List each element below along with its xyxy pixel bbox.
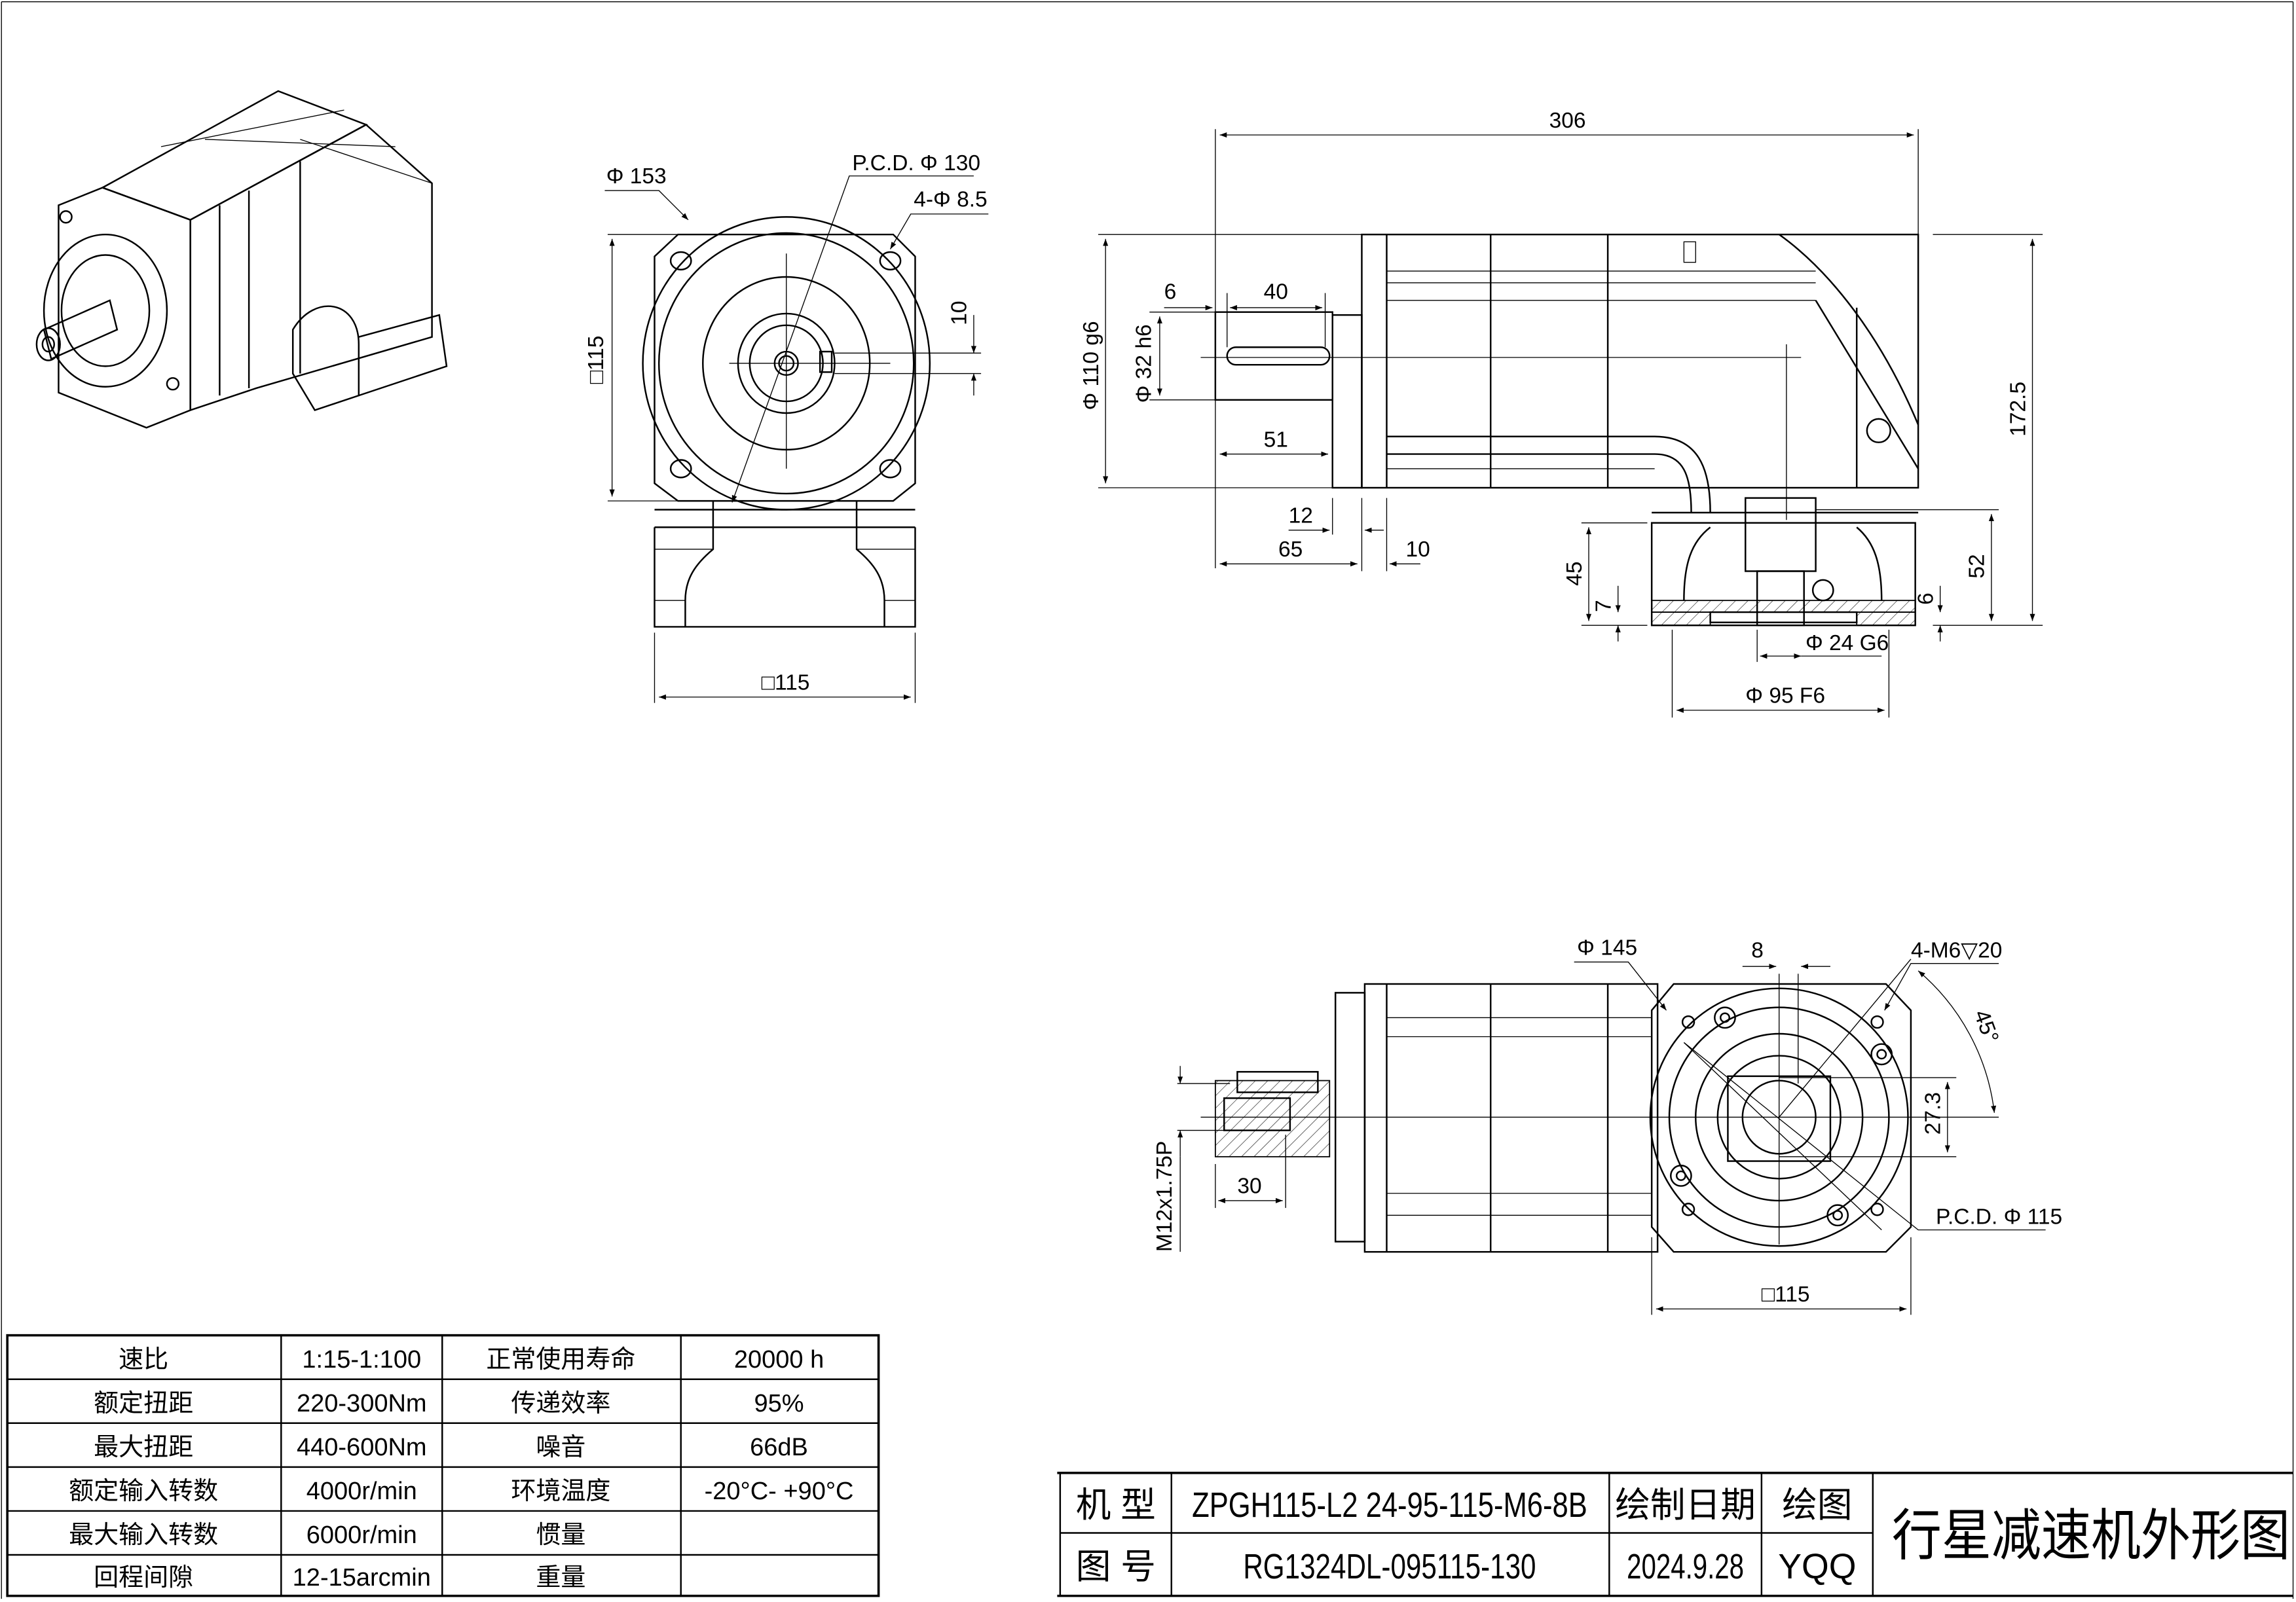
bottom-dim-273: 27.3 (1921, 1092, 1946, 1135)
front-dim-holes: 4-Φ 8.5 (914, 188, 987, 212)
bottom-dim-pcd: P.C.D. Φ 115 (1936, 1205, 2062, 1229)
spec-value: 4000r/min (306, 1478, 417, 1505)
drawing-no-value: RG1324DL-095115-130 (1243, 1547, 1536, 1586)
spec-label: 传递效率 (511, 1390, 610, 1417)
bottom-dim-angle: 45° (1969, 1007, 2003, 1046)
spec-label: 惯量 (536, 1521, 585, 1549)
bolt-holes (1670, 1006, 1893, 1227)
spec-value: 95% (754, 1390, 804, 1417)
bottom-view: M12x1.75P 30 Φ 145 8 4-M6▽20 45° 27.3 P.… (1153, 936, 2062, 1315)
spec-label: 重量 (536, 1564, 585, 1592)
drawer-value: YQQ (1778, 1547, 1856, 1586)
model-label: 机 型 (1076, 1485, 1156, 1525)
front-dim-pcd: P.C.D. Φ 130 (852, 151, 980, 175)
side-dim-shaft-dia: Φ 32 h6 (1132, 324, 1156, 403)
spec-label: 速比 (119, 1346, 168, 1374)
front-dim-flange-dia: Φ 153 (606, 164, 667, 189)
spec-value: 6000r/min (306, 1521, 417, 1549)
isometric-view (35, 90, 448, 429)
bottom-dim-square: □115 (1762, 1283, 1810, 1307)
front-dim-key: 10 (948, 301, 972, 325)
spec-label: 回程间隙 (94, 1564, 193, 1592)
spec-value: 12-15arcmin (293, 1564, 431, 1592)
side-dim-45: 45 (1563, 562, 1587, 586)
spec-label: 正常使用寿命 (486, 1346, 635, 1374)
side-dim-7: 7 (1592, 600, 1616, 612)
date-label: 绘制日期 (1615, 1485, 1756, 1525)
side-view: 306 Φ 110 g6 Φ 32 h6 40 6 51 12 65 10 17… (1079, 109, 2043, 718)
side-dim-total-length: 306 (1549, 109, 1586, 133)
spec-value: 220-300Nm (297, 1390, 427, 1417)
spec-value: 66dB (750, 1434, 808, 1461)
drawing-no-label: 图 号 (1076, 1547, 1156, 1586)
spec-value: 20000 h (734, 1346, 824, 1374)
spec-row: 速比 1:15-1:100 正常使用寿命 20000 h (119, 1346, 824, 1374)
spec-label: 最大输入转数 (69, 1521, 218, 1549)
side-dim-10: 10 (1406, 537, 1430, 562)
spec-label: 最大扭距 (94, 1434, 193, 1461)
side-dim-flange-12: 12 (1289, 504, 1313, 528)
date-value: 2024.9.28 (1627, 1547, 1744, 1586)
spec-row: 额定扭距 220-300Nm 传递效率 95% (94, 1390, 804, 1417)
side-dim-52: 52 (1965, 554, 1990, 578)
side-dim-pilot-dia: Φ 110 g6 (1079, 321, 1103, 410)
bottom-dim-tapped: 4-M6▽20 (1911, 939, 2002, 963)
bottom-dim-8: 8 (1751, 939, 1764, 963)
spec-label: 噪音 (536, 1434, 585, 1461)
bottom-dim-dia-145: Φ 145 (1577, 936, 1637, 960)
spec-label: 额定输入转数 (69, 1478, 218, 1505)
side-dim-spigot: Φ 95 F6 (1745, 684, 1825, 708)
bottom-dim-30: 30 (1237, 1174, 1261, 1199)
side-dim-65: 65 (1278, 537, 1303, 562)
spec-row: 最大扭距 440-600Nm 噪音 66dB (94, 1434, 808, 1461)
drawer-label: 绘图 (1782, 1485, 1852, 1525)
specs-table: 速比 1:15-1:100 正常使用寿命 20000 h 额定扭距 220-30… (6, 1334, 880, 1597)
side-dim-key-offset: 6 (1164, 280, 1177, 304)
side-dim-shaft-length: 51 (1264, 428, 1288, 452)
side-dim-bore: Φ 24 G6 (1805, 631, 1889, 655)
bottom-dim-thread: M12x1.75P (1153, 1141, 1177, 1252)
spec-row: 最大输入转数 6000r/min 惯量 (69, 1521, 585, 1549)
title-block: 机 型 ZPGH115-L2 24-95-115-M6-8B 绘制日期 绘图 图… (1057, 1472, 2293, 1597)
side-dim-key-length: 40 (1264, 280, 1288, 304)
spec-value: -20°C- +90°C (705, 1478, 854, 1505)
spec-row: 额定输入转数 4000r/min 环境温度 -20°C- +90°C (69, 1478, 853, 1505)
model-value: ZPGH115-L2 24-95-115-M6-8B (1192, 1485, 1587, 1525)
mounting-holes (669, 251, 902, 479)
side-dim-6: 6 (1914, 592, 1938, 605)
front-view: □115 □115 Φ 153 P.C.D. Φ 130 4-Φ 8.5 10 (584, 151, 989, 703)
front-dim-height: □115 (584, 336, 608, 384)
spec-value: 1:15-1:100 (302, 1346, 421, 1374)
drawing-title: 行星减速机外形图 (1892, 1505, 2290, 1567)
side-dim-height: 172.5 (2006, 382, 2030, 437)
spec-label: 额定扭距 (94, 1390, 193, 1417)
front-dim-width: □115 (762, 671, 810, 695)
spec-value: 440-600Nm (297, 1434, 427, 1461)
spec-label: 环境温度 (511, 1478, 610, 1505)
spec-row: 回程间隙 12-15arcmin 重量 (94, 1564, 585, 1592)
